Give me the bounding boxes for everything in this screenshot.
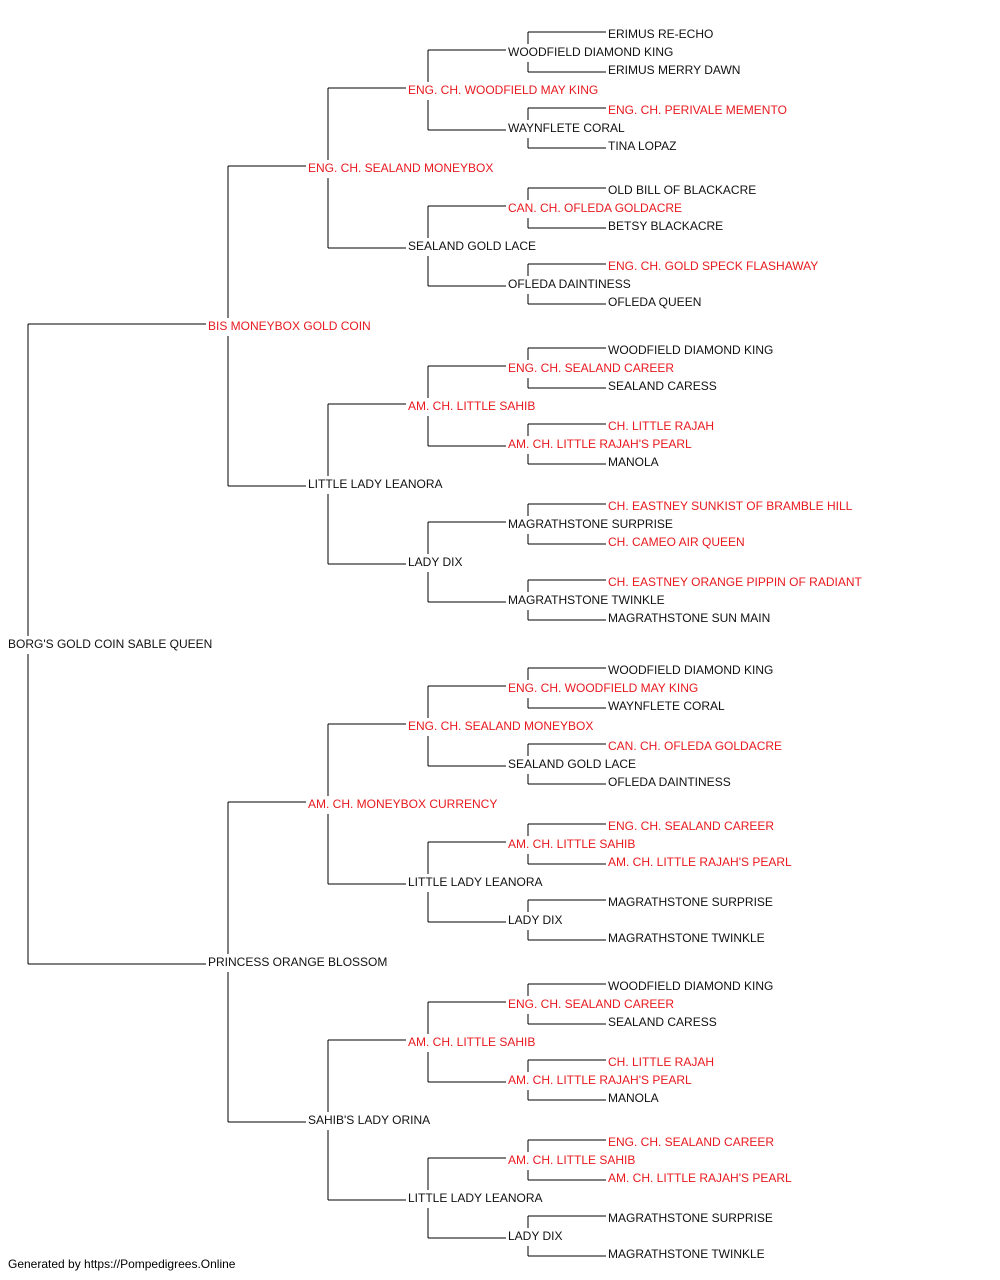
ancestor-name: MAGRATHSTONE SURPRISE — [508, 517, 673, 531]
ancestor-name: LADY DIX — [508, 1229, 562, 1243]
ancestor-name: WAYNFLETE CORAL — [508, 121, 625, 135]
ancestor-name: BIS MONEYBOX GOLD COIN — [208, 319, 371, 333]
ancestor-name: OFLEDA DAINTINESS — [608, 775, 731, 789]
ancestor-name: MAGRATHSTONE SURPRISE — [608, 1211, 773, 1225]
ancestor-name: WOODFIELD DIAMOND KING — [608, 663, 773, 677]
ancestor-name: LADY DIX — [408, 555, 462, 569]
ancestor-name: SEALAND CARESS — [608, 1015, 717, 1029]
subject-dog-name: BORG'S GOLD COIN SABLE QUEEN — [8, 637, 212, 651]
ancestor-name: MAGRATHSTONE TWINKLE — [608, 1247, 765, 1261]
ancestor-name: MAGRATHSTONE TWINKLE — [508, 593, 665, 607]
ancestor-name: LITTLE LADY LEANORA — [408, 1191, 543, 1205]
ancestor-name: AM. CH. LITTLE RAJAH'S PEARL — [508, 1073, 692, 1087]
ancestor-name: AM. CH. LITTLE SAHIB — [508, 1153, 635, 1167]
ancestor-name: CH. CAMEO AIR QUEEN — [608, 535, 745, 549]
ancestor-name: SEALAND GOLD LACE — [508, 757, 636, 771]
ancestor-name: OFLEDA QUEEN — [608, 295, 701, 309]
ancestor-name: WOODFIELD DIAMOND KING — [508, 45, 673, 59]
ancestor-name: AM. CH. LITTLE SAHIB — [408, 399, 535, 413]
ancestor-name: LADY DIX — [508, 913, 562, 927]
ancestor-name: CAN. CH. OFLEDA GOLDACRE — [508, 201, 682, 215]
ancestor-name: ENG. CH. PERIVALE MEMENTO — [608, 103, 787, 117]
ancestor-name: CH. EASTNEY SUNKIST OF BRAMBLE HILL — [608, 499, 853, 513]
ancestor-name: LITTLE LADY LEANORA — [308, 477, 443, 491]
ancestor-name: AM. CH. LITTLE RAJAH'S PEARL — [608, 1171, 792, 1185]
ancestor-name: AM. CH. LITTLE RAJAH'S PEARL — [608, 855, 792, 869]
ancestor-name: CH. LITTLE RAJAH — [608, 1055, 714, 1069]
ancestor-name: CH. LITTLE RAJAH — [608, 419, 714, 433]
ancestor-name: AM. CH. LITTLE RAJAH'S PEARL — [508, 437, 692, 451]
ancestor-name: ENG. CH. SEALAND CAREER — [608, 1135, 774, 1149]
ancestor-name: AM. CH. LITTLE SAHIB — [408, 1035, 535, 1049]
ancestor-name: ERIMUS MERRY DAWN — [608, 63, 740, 77]
ancestor-name: ENG. CH. SEALAND MONEYBOX — [408, 719, 593, 733]
ancestor-name: PRINCESS ORANGE BLOSSOM — [208, 955, 387, 969]
ancestor-name: WAYNFLETE CORAL — [608, 699, 725, 713]
ancestor-name: LITTLE LADY LEANORA — [408, 875, 543, 889]
ancestor-name: SAHIB'S LADY ORINA — [308, 1113, 430, 1127]
ancestor-name: SEALAND CARESS — [608, 379, 717, 393]
ancestor-name: MANOLA — [608, 1091, 659, 1105]
ancestor-name: BETSY BLACKACRE — [608, 219, 723, 233]
ancestor-name: MANOLA — [608, 455, 659, 469]
ancestor-name: MAGRATHSTONE SUN MAIN — [608, 611, 770, 625]
ancestor-name: ENG. CH. WOODFIELD MAY KING — [408, 83, 598, 97]
ancestor-name: WOODFIELD DIAMOND KING — [608, 979, 773, 993]
ancestor-name: ENG. CH. SEALAND CAREER — [508, 361, 674, 375]
generated-by-footer: Generated by https://Pompedigrees.Online — [8, 1257, 236, 1271]
ancestor-name: ERIMUS RE-ECHO — [608, 27, 713, 41]
ancestor-name: AM. CH. LITTLE SAHIB — [508, 837, 635, 851]
ancestor-name: MAGRATHSTONE TWINKLE — [608, 931, 765, 945]
ancestor-name: ENG. CH. WOODFIELD MAY KING — [508, 681, 698, 695]
ancestor-name: ENG. CH. SEALAND CAREER — [608, 819, 774, 833]
ancestor-name: AM. CH. MONEYBOX CURRENCY — [308, 797, 497, 811]
ancestor-name: ENG. CH. SEALAND MONEYBOX — [308, 161, 493, 175]
ancestor-name: CH. EASTNEY ORANGE PIPPIN OF RADIANT — [608, 575, 862, 589]
ancestor-name: OFLEDA DAINTINESS — [508, 277, 631, 291]
ancestor-name: MAGRATHSTONE SURPRISE — [608, 895, 773, 909]
ancestor-name: WOODFIELD DIAMOND KING — [608, 343, 773, 357]
ancestor-name: ENG. CH. GOLD SPECK FLASHAWAY — [608, 259, 818, 273]
ancestor-name: SEALAND GOLD LACE — [408, 239, 536, 253]
ancestor-name: TINA LOPAZ — [608, 139, 676, 153]
ancestor-name: OLD BILL OF BLACKACRE — [608, 183, 756, 197]
ancestor-name: ENG. CH. SEALAND CAREER — [508, 997, 674, 1011]
ancestor-name: CAN. CH. OFLEDA GOLDACRE — [608, 739, 782, 753]
